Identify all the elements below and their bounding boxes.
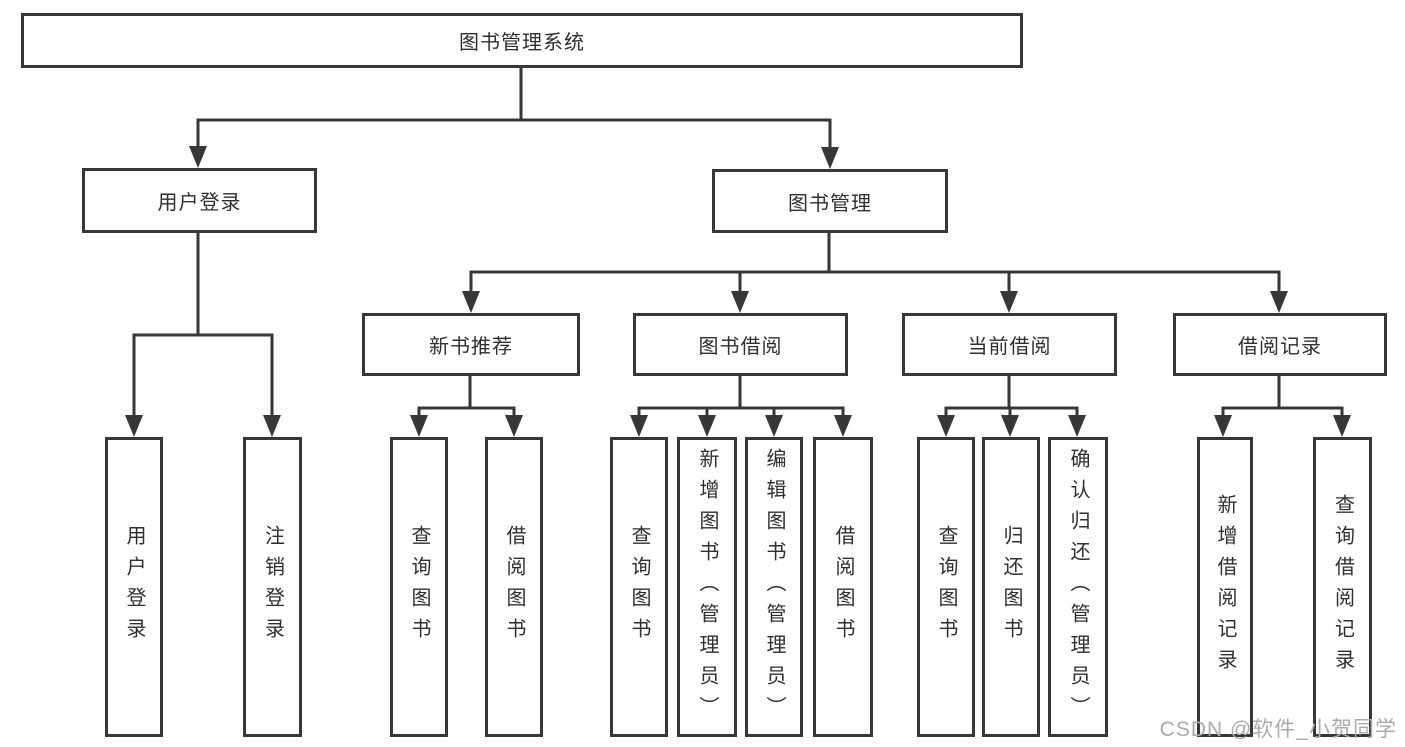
arrowhead-icon (834, 415, 852, 437)
leaf-query-books-current: 查询图书 (917, 437, 975, 737)
leaf-borrow-books-recommend-label: 借阅图书 (503, 525, 525, 649)
node-book-borrowing-label: 图书借阅 (698, 336, 783, 358)
node-borrowing-records-label: 借阅记录 (1238, 336, 1322, 358)
leaf-query-books-current-label: 查询图书 (935, 525, 957, 649)
arrowhead-icon (731, 291, 749, 313)
node-new-book-recommend: 新书推荐 (362, 313, 580, 376)
arrowhead-icon (189, 146, 207, 168)
arrowhead-icon (1270, 291, 1288, 313)
arrowhead-icon (698, 415, 716, 437)
arrowhead-icon (263, 415, 281, 437)
node-book-borrowing: 图书借阅 (633, 313, 848, 376)
leaf-query-books-borrowing-label: 查询图书 (628, 525, 650, 649)
arrowhead-icon (765, 415, 783, 437)
arrowhead-icon (1214, 415, 1232, 437)
leaf-borrow-books-label: 借阅图书 (832, 525, 854, 649)
node-root: 图书管理系统 (21, 13, 1023, 68)
csdn-watermark: CSDN @软件_小贺同学 (1159, 718, 1397, 741)
arrowhead-icon (821, 147, 839, 169)
leaf-add-borrow-record: 新增借阅记录 (1197, 437, 1253, 737)
leaf-query-books-recommend: 查询图书 (390, 437, 448, 737)
leaf-confirm-return-admin: 确认归还（管理员） (1048, 437, 1108, 737)
arrowhead-icon (1333, 415, 1351, 437)
node-new-book-recommend-label: 新书推荐 (429, 336, 513, 358)
leaf-query-borrow-record: 查询借阅记录 (1313, 437, 1372, 737)
leaf-query-borrow-record-label: 查询借阅记录 (1331, 494, 1354, 680)
leaf-borrow-books: 借阅图书 (813, 437, 873, 737)
node-book-management-label: 图书管理 (788, 192, 872, 215)
node-current-borrowing-label: 当前借阅 (967, 336, 1052, 358)
node-user-login-label: 用户登录 (157, 192, 242, 214)
node-borrowing-records: 借阅记录 (1173, 313, 1387, 376)
leaf-add-borrow-record-label: 新增借阅记录 (1214, 494, 1236, 680)
leaf-query-books-recommend-label: 查询图书 (408, 525, 430, 649)
leaf-add-books-admin: 新增图书（管理员） (677, 437, 737, 737)
leaf-edit-books-admin-label: 编辑图书（管理员） (763, 447, 785, 727)
leaf-edit-books-admin: 编辑图书（管理员） (745, 437, 803, 737)
leaf-logout-label: 注销登录 (261, 525, 284, 649)
arrowhead-icon (505, 415, 523, 437)
arrowhead-icon (630, 415, 648, 437)
leaf-borrow-books-recommend: 借阅图书 (485, 437, 543, 737)
node-book-management: 图书管理 (712, 169, 948, 233)
node-current-borrowing: 当前借阅 (902, 313, 1117, 376)
arrowhead-icon (462, 291, 480, 313)
arrowhead-icon (1000, 291, 1018, 313)
leaf-user-login: 用户登录 (105, 437, 163, 737)
leaf-user-login-label: 用户登录 (123, 525, 145, 649)
arrowhead-icon (125, 415, 143, 437)
arrowhead-icon (1068, 415, 1086, 437)
leaf-logout: 注销登录 (243, 437, 302, 737)
arrowhead-icon (410, 415, 428, 437)
node-user-login: 用户登录 (82, 168, 317, 233)
leaf-query-books-borrowing: 查询图书 (610, 437, 668, 737)
node-root-label: 图书管理系统 (459, 32, 585, 54)
arrowhead-icon (937, 415, 955, 437)
leaf-return-books-label: 归还图书 (1000, 525, 1022, 649)
leaf-add-books-admin-label: 新增图书（管理员） (696, 447, 718, 727)
leaf-return-books: 归还图书 (982, 437, 1040, 737)
leaf-confirm-return-admin-label: 确认归还（管理员） (1067, 447, 1089, 727)
arrowhead-icon (1001, 415, 1019, 437)
